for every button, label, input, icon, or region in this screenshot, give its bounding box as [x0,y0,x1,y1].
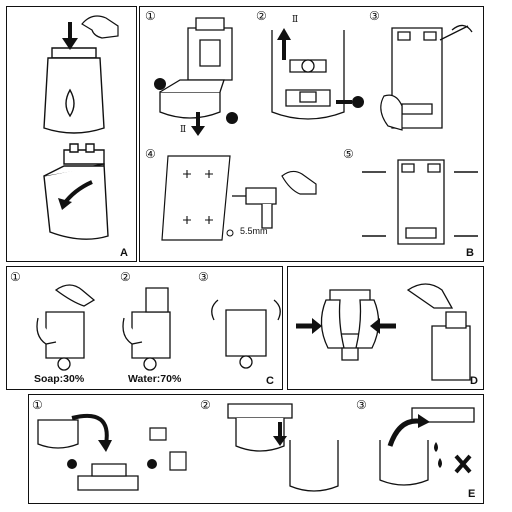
screw-icon [362,171,478,237]
pump-reinstall [227,403,339,492]
panel-b-step-2: ② [256,9,267,23]
hand-icon [81,15,119,39]
panel-c-step-3: ③ [198,270,209,284]
dispenser-closed [43,47,105,134]
cross-icon [454,454,472,474]
marker-two-text: Ⅱ [180,125,186,135]
marker-two-text-2: Ⅱ [292,15,298,25]
panel-d-label: D [470,375,478,387]
panel-c-label: C [266,375,274,387]
panel-c-step-2: ② [120,270,131,284]
panel-e-step-3: ③ [356,398,367,412]
panel-b-step-5: ⑤ [343,147,354,161]
panel-e-label: E [468,488,476,500]
water-ratio-label: Water:70% [128,373,182,385]
panel-b-step-4: ④ [145,147,156,161]
panel-a-label: A [120,247,128,259]
drip-icon [434,442,442,468]
right-press-arrow-icon [370,318,396,334]
pencil-icon [439,24,473,41]
marker-one-icon [67,459,157,469]
shake-arrows-icon [211,299,281,321]
mounting-plate [391,27,443,129]
panel-b-step-1: ① [145,9,156,23]
open-arrow-icon [58,180,93,210]
dispenser-insert [406,283,471,381]
down-arrow-icon [191,112,205,136]
left-press-arrow-icon [296,318,322,334]
panel-e-step-2: ② [200,398,211,412]
curved-arrow-icon [71,413,112,452]
soap-ratio-label: Soap:30% [34,373,85,385]
pump-removal [37,419,139,491]
up-arrow-icon [277,28,291,60]
down-arrow-icon [62,22,78,50]
dispenser-base-view [271,30,345,120]
wall-marking [161,155,231,241]
drill-target-marks [183,170,213,224]
trash-icon [149,427,187,471]
panel-b-label: B [466,247,474,259]
panel-c-step-1: ① [10,270,21,284]
hand-icon [380,94,403,131]
drill-size-label: 5.5mm [240,226,268,236]
marker-one-icon [154,78,238,124]
bottle-shake [225,309,267,369]
drill-icon [232,187,277,229]
down-arrow-icon [273,422,287,446]
mounting-plate-screws [397,159,445,245]
pump-dispense [379,407,475,486]
drill-bit-icon [226,229,234,237]
curved-arrow-icon-2 [387,414,430,447]
hand-icon [281,170,317,195]
bottle-fill-water [122,287,171,371]
panel-e-step-1: ① [32,398,43,412]
bottle-fill-soap [36,284,96,371]
squeeze-bottle [320,289,380,361]
dispenser-open-front [159,17,233,119]
left-arrow-icon [336,96,364,108]
panel-b-step-3: ③ [369,9,380,23]
